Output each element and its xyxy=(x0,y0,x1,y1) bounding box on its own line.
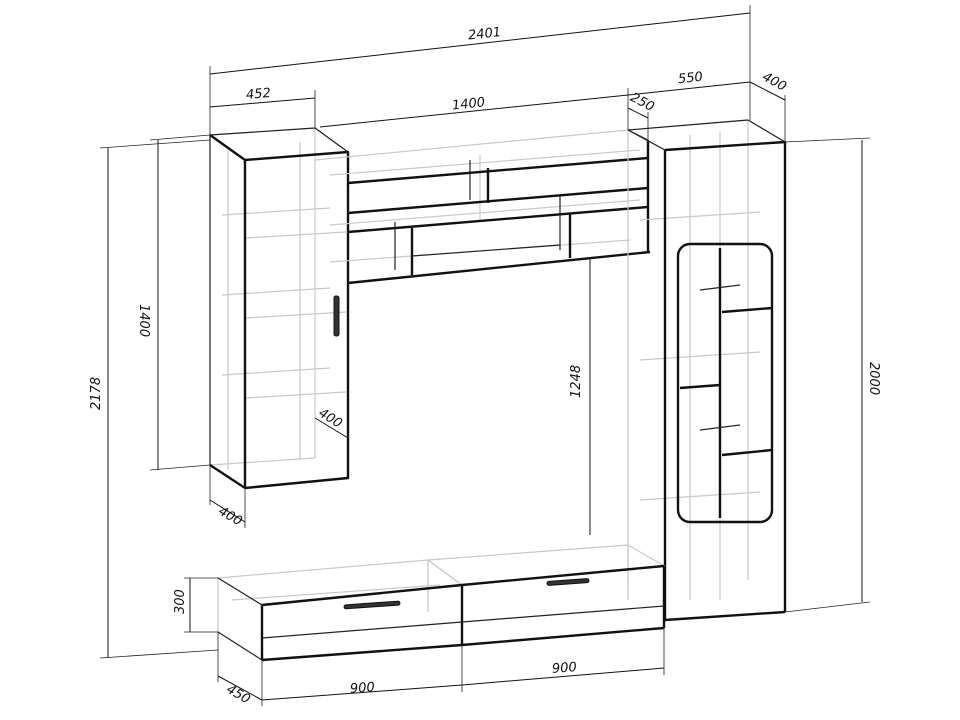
label-shelf-depth: 250 xyxy=(628,90,657,115)
dimension-labels: 2401 452 1400 550 400 250 1400 2178 400 … xyxy=(89,25,881,707)
label-tv-stand-right-width: 900 xyxy=(552,660,578,677)
left-tall-cabinet xyxy=(208,127,350,490)
label-right-cabinet-depth: 400 xyxy=(760,70,789,95)
label-tv-stand-height: 300 xyxy=(173,589,188,614)
label-tv-stand-depth: 450 xyxy=(224,682,253,707)
right-tall-cabinet xyxy=(625,119,787,622)
label-total-width: 2401 xyxy=(467,25,501,43)
tv-stand-right-handle xyxy=(546,578,590,586)
wall-shelf xyxy=(314,129,651,285)
label-right-cabinet-width: 550 xyxy=(677,70,703,88)
label-tv-gap-height: 1248 xyxy=(569,365,584,398)
label-left-cabinet-height: 1400 xyxy=(136,304,151,337)
tv-stand-left-handle xyxy=(343,600,401,610)
left-door-handle xyxy=(333,295,340,337)
label-tv-stand-left-width: 900 xyxy=(350,680,376,697)
label-left-cabinet-width: 452 xyxy=(245,86,271,103)
tv-stand xyxy=(216,544,666,662)
label-left-depth-bottom: 400 xyxy=(216,504,245,529)
right-cabinet-niche xyxy=(676,242,774,524)
dimension-lines xyxy=(99,5,871,706)
label-total-height: 2178 xyxy=(89,377,104,410)
label-right-cabinet-height: 2000 xyxy=(866,362,881,395)
label-shelf-width: 1400 xyxy=(451,95,485,113)
